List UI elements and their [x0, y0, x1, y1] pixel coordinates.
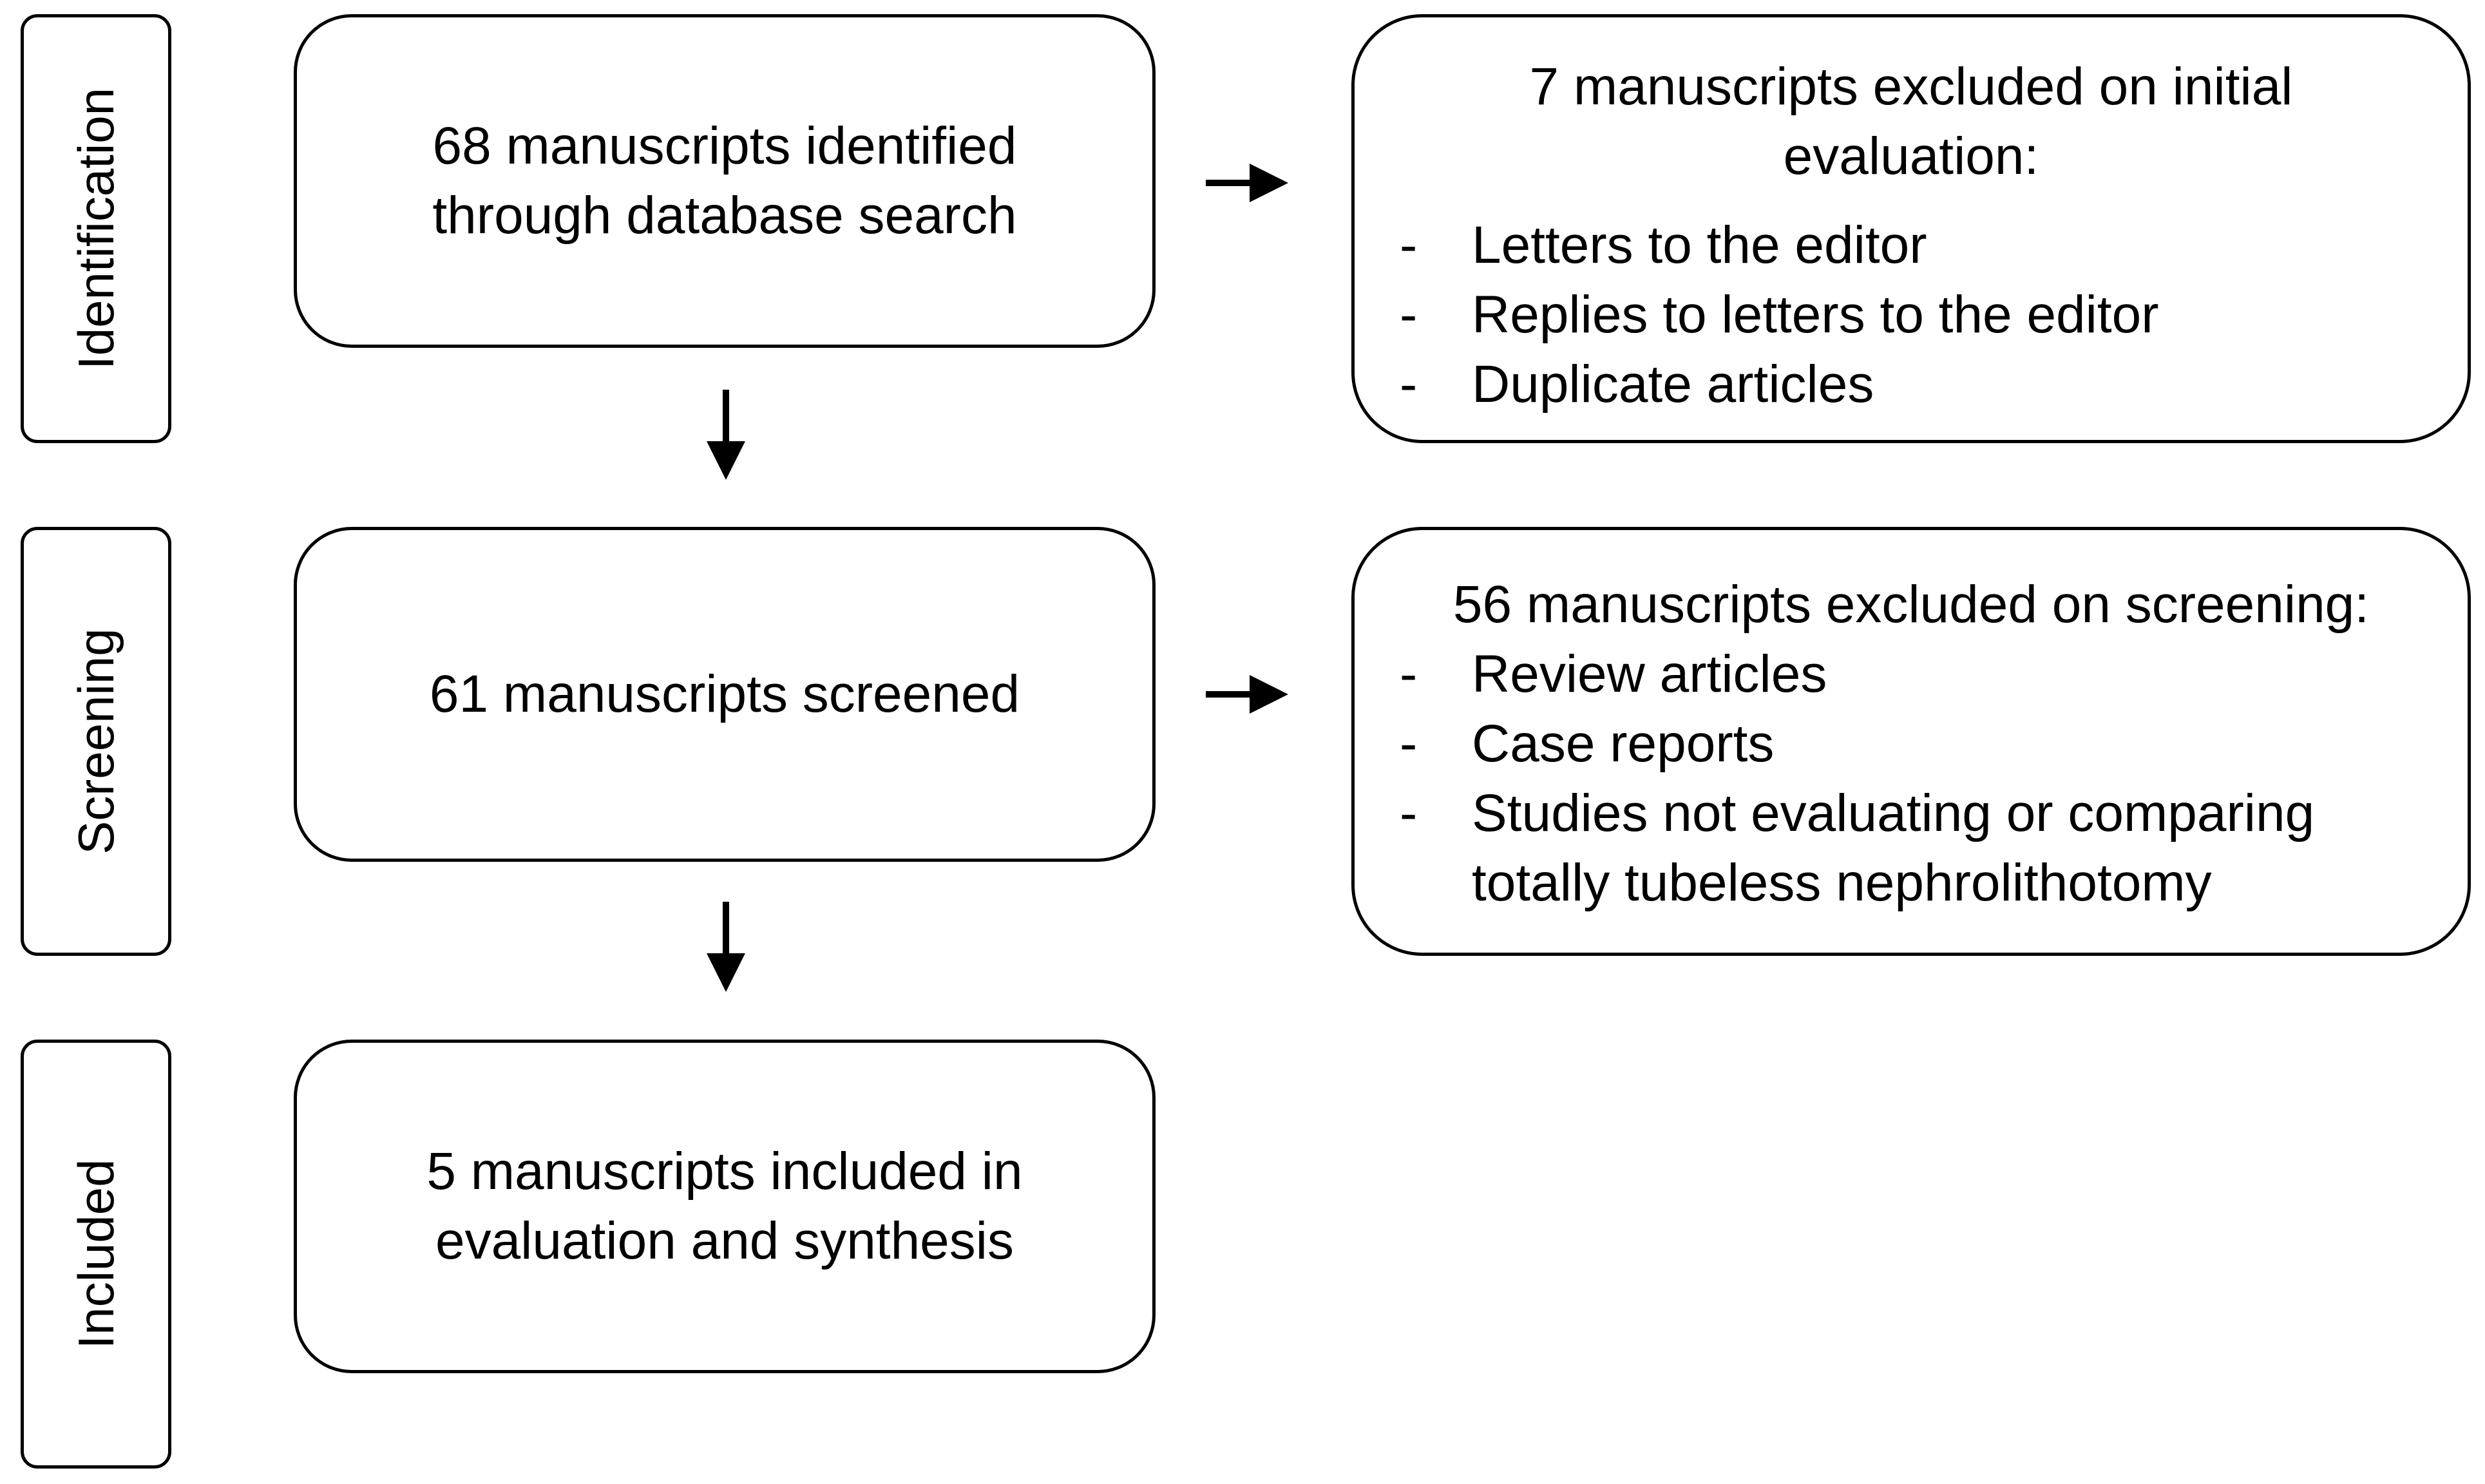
exclusion-item: Review articles — [1472, 645, 1827, 703]
bullet-dash: - — [1400, 285, 1418, 344]
exclusion-item: Case reports — [1472, 714, 1775, 773]
exclusion-screening-heading: 56 manuscripts excluded on screening: — [1452, 575, 2370, 634]
list-item: -Studies not evaluating or comparing tot… — [1400, 779, 2366, 918]
bullet-dash: - — [1400, 216, 1418, 274]
exclusion-initial-heading: 7 manuscripts excluded on initial evalua… — [1529, 57, 2293, 186]
included-text: 5 manuscripts included in evaluation and… — [426, 1142, 1023, 1270]
bullet-dash: - — [1400, 355, 1418, 414]
bullet-dash: - — [1400, 645, 1418, 703]
exclusion-item: Duplicate articles — [1472, 355, 1874, 414]
bullet-dash: - — [1400, 714, 1418, 773]
bullet-dash: - — [1400, 784, 1418, 842]
list-item: -Duplicate articles — [1400, 350, 2404, 419]
exclusion-screening-list: -Review articles -Case reports -Studies … — [1400, 640, 2366, 918]
screened-box: 61 manuscripts screened — [294, 527, 1156, 862]
stage-screening: Screening — [21, 527, 171, 956]
list-item: -Review articles — [1400, 640, 2366, 709]
exclusion-screening-box: 56 manuscripts excluded on screening: -R… — [1351, 527, 2471, 956]
included-box: 5 manuscripts included in evaluation and… — [294, 1040, 1156, 1373]
screened-text: 61 manuscripts screened — [429, 665, 1020, 723]
list-item: -Case reports — [1400, 709, 2366, 779]
identified-box: 68 manuscripts identified through databa… — [294, 14, 1156, 348]
exclusion-item: Studies not evaluating or comparing tota… — [1472, 784, 2315, 912]
list-item: -Replies to letters to the editor — [1400, 280, 2404, 350]
list-item: -Letters to the editor — [1400, 211, 2404, 280]
exclusion-initial-box: 7 manuscripts excluded on initial evalua… — [1351, 14, 2471, 443]
exclusion-item: Letters to the editor — [1472, 216, 1927, 274]
exclusion-initial-list: -Letters to the editor -Replies to lette… — [1400, 211, 2404, 419]
exclusion-item: Replies to letters to the editor — [1472, 285, 2159, 344]
stage-identification: Identification — [21, 14, 171, 443]
stage-included: Included — [21, 1040, 171, 1469]
identified-text: 68 manuscripts identified through databa… — [432, 117, 1017, 245]
